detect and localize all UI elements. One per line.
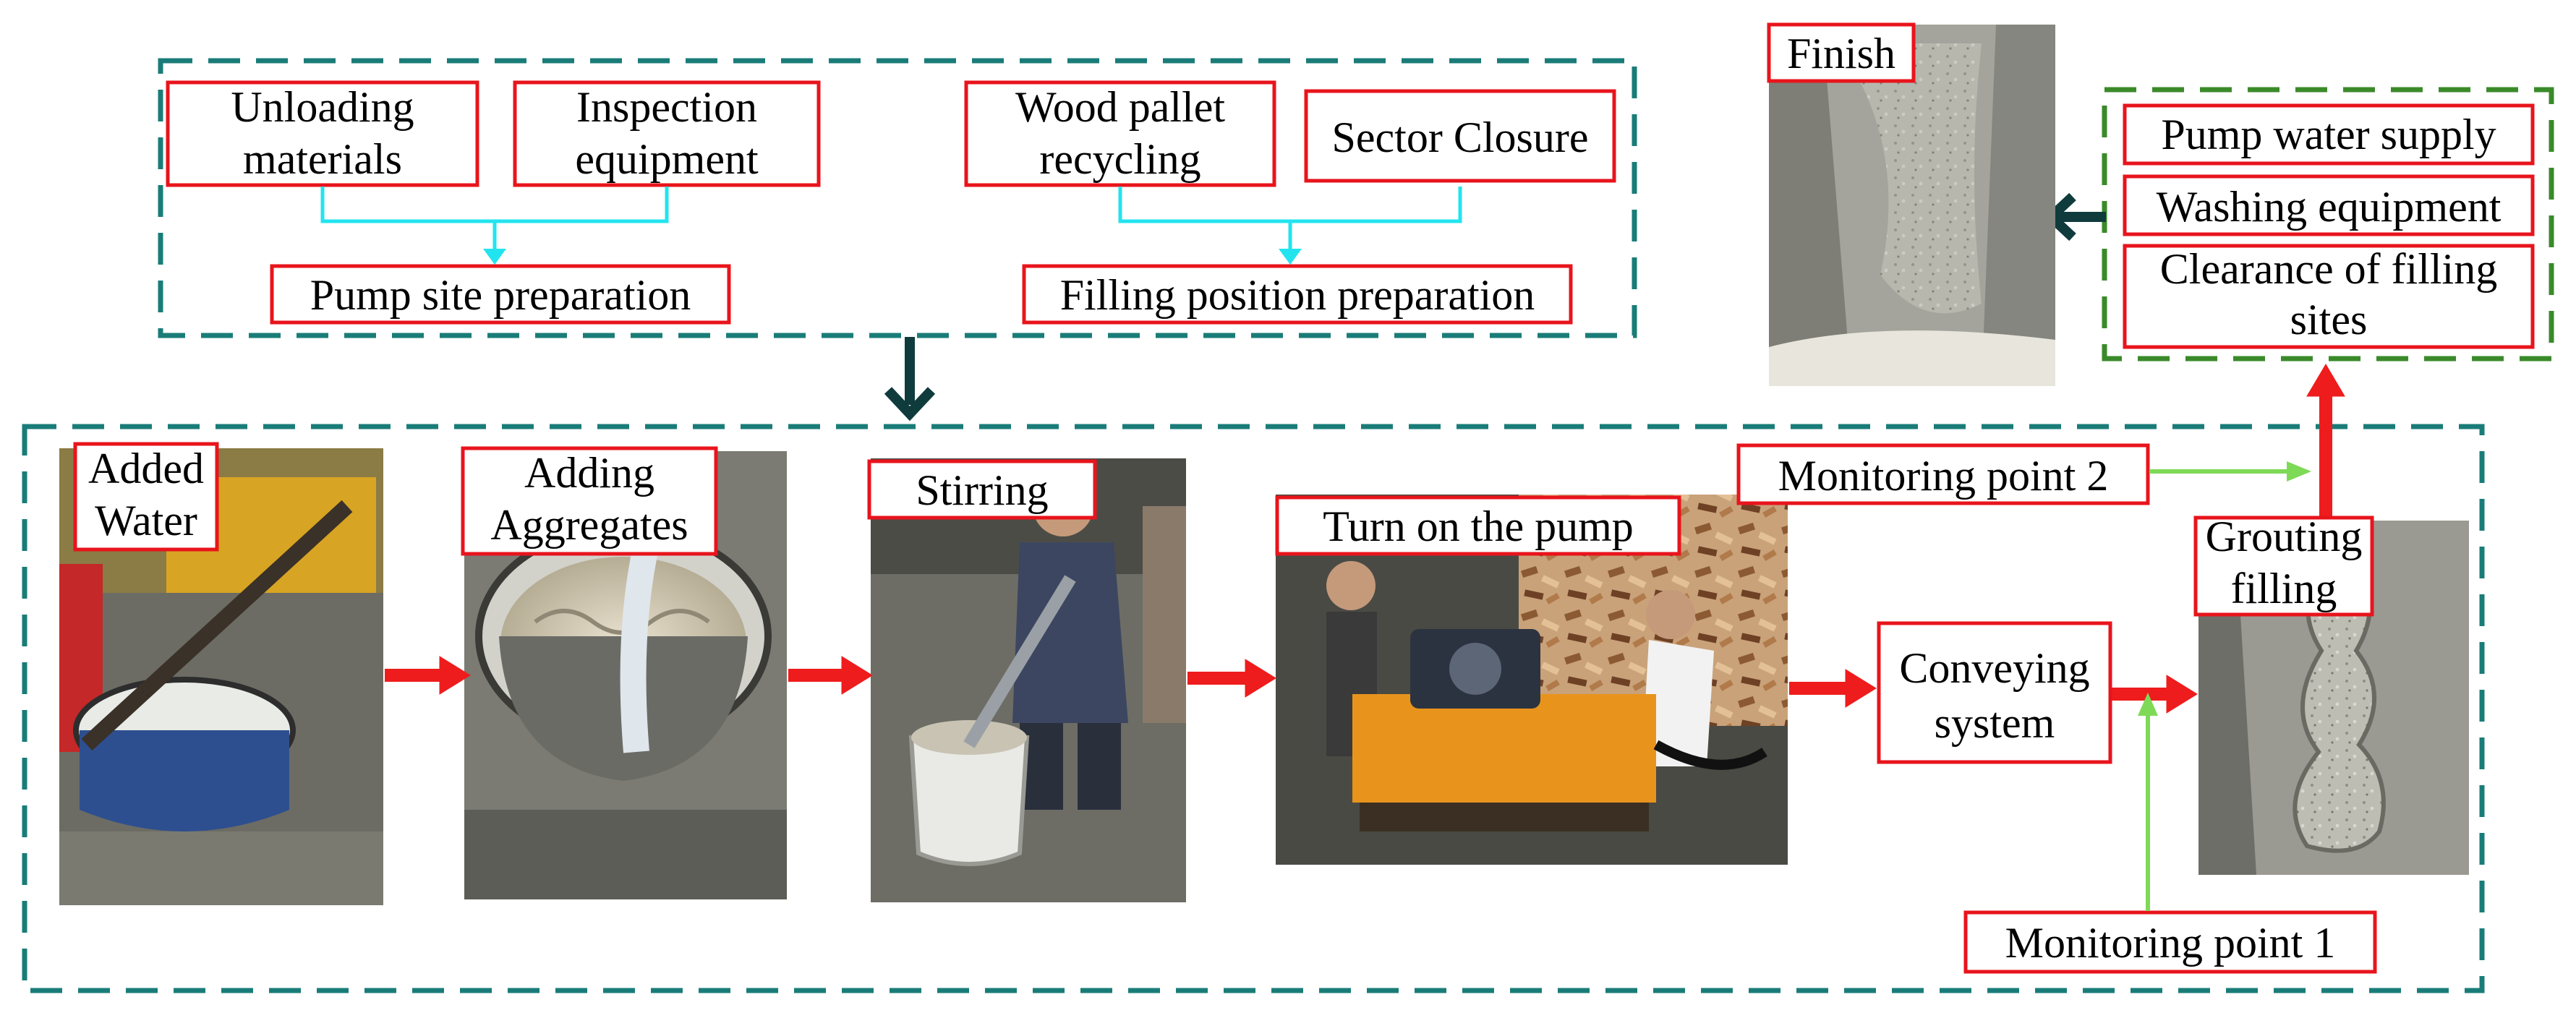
pump-water-supply-label: Pump water supply — [2161, 111, 2496, 158]
conveying-system-label-line2: system — [1935, 699, 2055, 747]
step-added-water: Added Water — [59, 442, 383, 905]
step-grouting-filling: Grouting filling — [2193, 513, 2469, 875]
pump-site-items: Unloading materials Inspection equipment — [166, 80, 821, 187]
water-bucket-photo — [59, 448, 383, 905]
grouting-filling-label-line1: Grouting — [2206, 513, 2363, 560]
wood-pallet-recycling-label-line2: recycling — [1039, 135, 1200, 183]
process-flow-arrows — [385, 364, 2345, 714]
preparation-dashed-frame — [158, 58, 1637, 338]
monitoring-point-1-label: Monitoring point 1 — [2005, 919, 2336, 967]
arrow-aggregates-to-stirring — [788, 656, 873, 695]
grouting-filling-label-line2: filling — [2231, 565, 2337, 612]
unloading-materials-label-line2: materials — [243, 135, 402, 183]
filling-position-preparation-label: Filling position preparation — [1060, 271, 1535, 319]
arrow-stirring-to-pump — [1187, 659, 1276, 698]
arrow-conveying-to-grouting — [2112, 675, 2198, 714]
stirring-label: Stirring — [916, 466, 1048, 514]
monitoring-point-2-label: Monitoring point 2 — [1778, 452, 2109, 500]
arrow-water-to-aggregates — [385, 656, 471, 695]
finished-fill-photo — [1769, 25, 2055, 386]
added-water-label-line1: Added — [88, 445, 204, 492]
monitoring-point-1: Monitoring point 1 — [1963, 693, 2377, 974]
filling-position-items: Wood pallet recycling Sector Closure — [964, 80, 1616, 187]
conveying-system: Conveying system — [1877, 621, 2112, 764]
stirring-photo — [871, 458, 1186, 902]
conveying-system-label-line1: Conveying — [1899, 644, 2089, 692]
clearance-filling-sites-label-line2: sites — [2290, 296, 2368, 343]
unloading-materials-label-line1: Unloading — [231, 83, 414, 131]
adding-aggregates-label-line2: Aggregates — [490, 501, 688, 549]
filling-position-connector — [1118, 187, 1462, 253]
monitoring-point-2: Monitoring point 2 — [1736, 443, 2311, 505]
pump-site-connector — [320, 187, 669, 253]
preparation-to-process-arrow — [884, 337, 936, 422]
finish-label: Finish — [1787, 30, 1895, 77]
finish-group: Finish — [1767, 22, 2055, 386]
cleanup-group: Pump water supply Washing equipment Clea… — [2102, 87, 2554, 362]
cleanup-to-finish-arrow — [2043, 192, 2106, 241]
filling-position-connector-arrowhead — [1279, 249, 1302, 265]
inspection-equipment-label-line1: Inspection — [576, 83, 757, 131]
arrow-pump-to-conveying — [1789, 669, 1877, 708]
arrow-grouting-to-cleanup — [2306, 364, 2345, 521]
process-dashed-frame — [22, 424, 2485, 993]
preparation-group: Unloading materials Inspection equipment… — [158, 58, 1637, 338]
added-water-label-line2: Water — [95, 497, 197, 544]
sector-closure-label: Sector Closure — [1332, 114, 1589, 161]
washing-equipment-label: Washing equipment — [2157, 183, 2502, 231]
pump-site-preparation-label: Pump site preparation — [310, 271, 691, 319]
step-stirring: Stirring — [867, 458, 1186, 902]
inspection-equipment-label-line2: equipment — [575, 135, 759, 183]
cleanup-dashed-frame — [2102, 87, 2554, 362]
adding-aggregates-label-line1: Adding — [524, 449, 654, 497]
step-turn-on-pump: Turn on the pump — [1275, 495, 1788, 865]
turn-on-pump-label: Turn on the pump — [1323, 502, 1634, 550]
clearance-filling-sites-label-line1: Clearance of filling — [2160, 245, 2497, 293]
wood-pallet-recycling-label-line1: Wood pallet — [1015, 83, 1225, 131]
pump-site-connector-arrowhead — [483, 249, 506, 265]
step-adding-aggregates: Adding Aggregates — [461, 446, 787, 899]
aggregate-drum-photo — [464, 451, 787, 899]
